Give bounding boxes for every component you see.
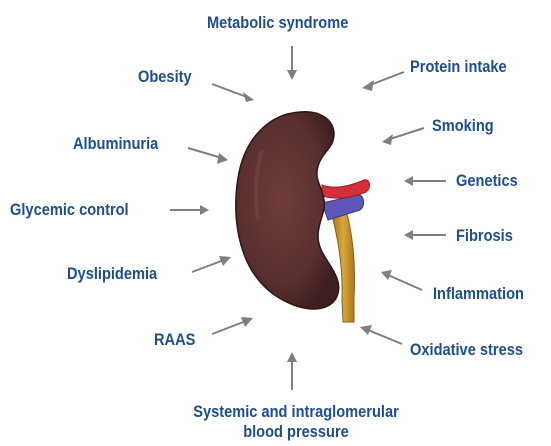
label-metabolic-syndrome: Metabolic syndrome bbox=[207, 13, 348, 33]
label-blood-pressure-line2: blood pressure bbox=[167, 422, 425, 442]
artery bbox=[322, 180, 370, 198]
arrow-protein-intake bbox=[362, 72, 404, 91]
label-genetics: Genetics bbox=[456, 171, 518, 191]
label-smoking: Smoking bbox=[432, 116, 494, 136]
label-albuminuria: Albuminuria bbox=[73, 134, 158, 154]
label-glycemic-control: Glycemic control bbox=[10, 200, 129, 220]
arrow-raas bbox=[212, 317, 253, 334]
label-oxidative-stress: Oxidative stress bbox=[410, 340, 523, 360]
arrow-oxidative-stress bbox=[360, 325, 402, 344]
label-blood-pressure: Systemic and intraglomerular blood press… bbox=[167, 402, 425, 442]
label-protein-intake: Protein intake bbox=[410, 57, 507, 77]
label-obesity: Obesity bbox=[138, 67, 192, 87]
arrow-albuminuria bbox=[188, 148, 228, 164]
arrow-smoking bbox=[382, 128, 424, 145]
label-dyslipidemia: Dyslipidemia bbox=[67, 264, 157, 284]
label-raas: RAAS bbox=[154, 330, 195, 350]
kidney bbox=[236, 112, 339, 309]
arrow-fibrosis bbox=[404, 230, 446, 240]
label-blood-pressure-line1: Systemic and intraglomerular bbox=[167, 402, 425, 422]
kidney-illustration bbox=[236, 112, 370, 322]
label-inflammation: Inflammation bbox=[433, 284, 524, 304]
arrow-obesity bbox=[212, 84, 254, 102]
arrow-blood-pressure bbox=[287, 352, 297, 390]
arrow-metabolic-syndrome bbox=[287, 46, 297, 80]
label-fibrosis: Fibrosis bbox=[456, 226, 513, 246]
arrow-genetics bbox=[404, 176, 446, 186]
arrow-glycemic-control bbox=[170, 205, 209, 215]
arrow-inflammation bbox=[381, 270, 422, 290]
arrow-dyslipidemia bbox=[192, 256, 231, 272]
ureter bbox=[332, 210, 355, 322]
